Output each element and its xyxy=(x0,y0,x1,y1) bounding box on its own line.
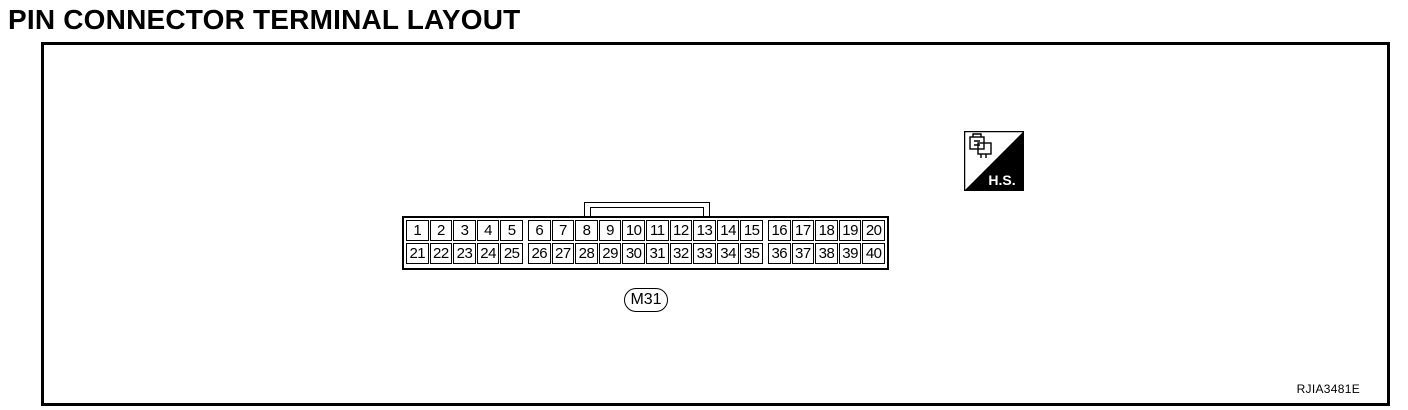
terminal-pin-35: 35 xyxy=(740,243,763,264)
terminal-pin-30: 30 xyxy=(622,243,645,264)
terminal-pin-4: 4 xyxy=(476,220,500,241)
terminal-pin-17: 17 xyxy=(791,220,815,241)
connector-label: M31 xyxy=(624,288,668,312)
connector-lock-tab-inner xyxy=(590,207,704,218)
connector-lock-tab xyxy=(584,202,710,218)
terminal-pin-24: 24 xyxy=(476,243,500,264)
diagram-frame xyxy=(41,42,1390,406)
terminal-pin-7: 7 xyxy=(551,220,575,241)
terminal-pin-37: 37 xyxy=(791,243,815,264)
terminal-pin-39: 39 xyxy=(838,243,862,264)
terminal-pin-12: 12 xyxy=(669,220,693,241)
terminal-pin-38: 38 xyxy=(815,243,838,264)
terminal-pin-15: 15 xyxy=(740,220,763,241)
terminal-pin-16: 16 xyxy=(768,220,791,241)
terminal-pin-26: 26 xyxy=(528,243,551,264)
terminal-pin-29: 29 xyxy=(598,243,622,264)
terminal-pin-28: 28 xyxy=(575,243,598,264)
terminal-pin-8: 8 xyxy=(575,220,598,241)
terminal-pin-14: 14 xyxy=(716,220,740,241)
terminal-pin-10: 10 xyxy=(622,220,645,241)
terminal-pin-6: 6 xyxy=(528,220,551,241)
terminal-pin-31: 31 xyxy=(646,243,669,264)
terminal-pin-33: 33 xyxy=(693,243,716,264)
terminal-pin-5: 5 xyxy=(500,220,523,241)
terminal-pin-9: 9 xyxy=(598,220,622,241)
reference-code: RJIA3481E xyxy=(1296,382,1360,396)
terminal-pin-11: 11 xyxy=(646,220,669,241)
terminal-pin-13: 13 xyxy=(693,220,716,241)
terminal-pin-40: 40 xyxy=(862,243,885,264)
terminal-pin-18: 18 xyxy=(815,220,838,241)
terminal-pin-2: 2 xyxy=(429,220,453,241)
terminal-pin-32: 32 xyxy=(669,243,693,264)
terminal-pin-34: 34 xyxy=(716,243,740,264)
terminal-pin-21: 21 xyxy=(406,243,429,264)
page-title: PIN CONNECTOR TERMINAL LAYOUT xyxy=(8,4,521,35)
terminal-pin-19: 19 xyxy=(838,220,862,241)
terminal-pin-27: 27 xyxy=(551,243,575,264)
terminal-pin-36: 36 xyxy=(768,243,791,264)
terminal-pin-25: 25 xyxy=(500,243,523,264)
hs-label: H.S. xyxy=(988,172,1015,188)
terminal-pin-1: 1 xyxy=(406,220,429,241)
terminal-pin-20: 20 xyxy=(862,220,885,241)
terminal-pin-3: 3 xyxy=(453,220,476,241)
terminal-pin-22: 22 xyxy=(429,243,453,264)
harness-side-icon: H.S. xyxy=(964,131,1024,191)
terminal-pin-23: 23 xyxy=(453,243,476,264)
connector-glyph xyxy=(969,133,992,158)
